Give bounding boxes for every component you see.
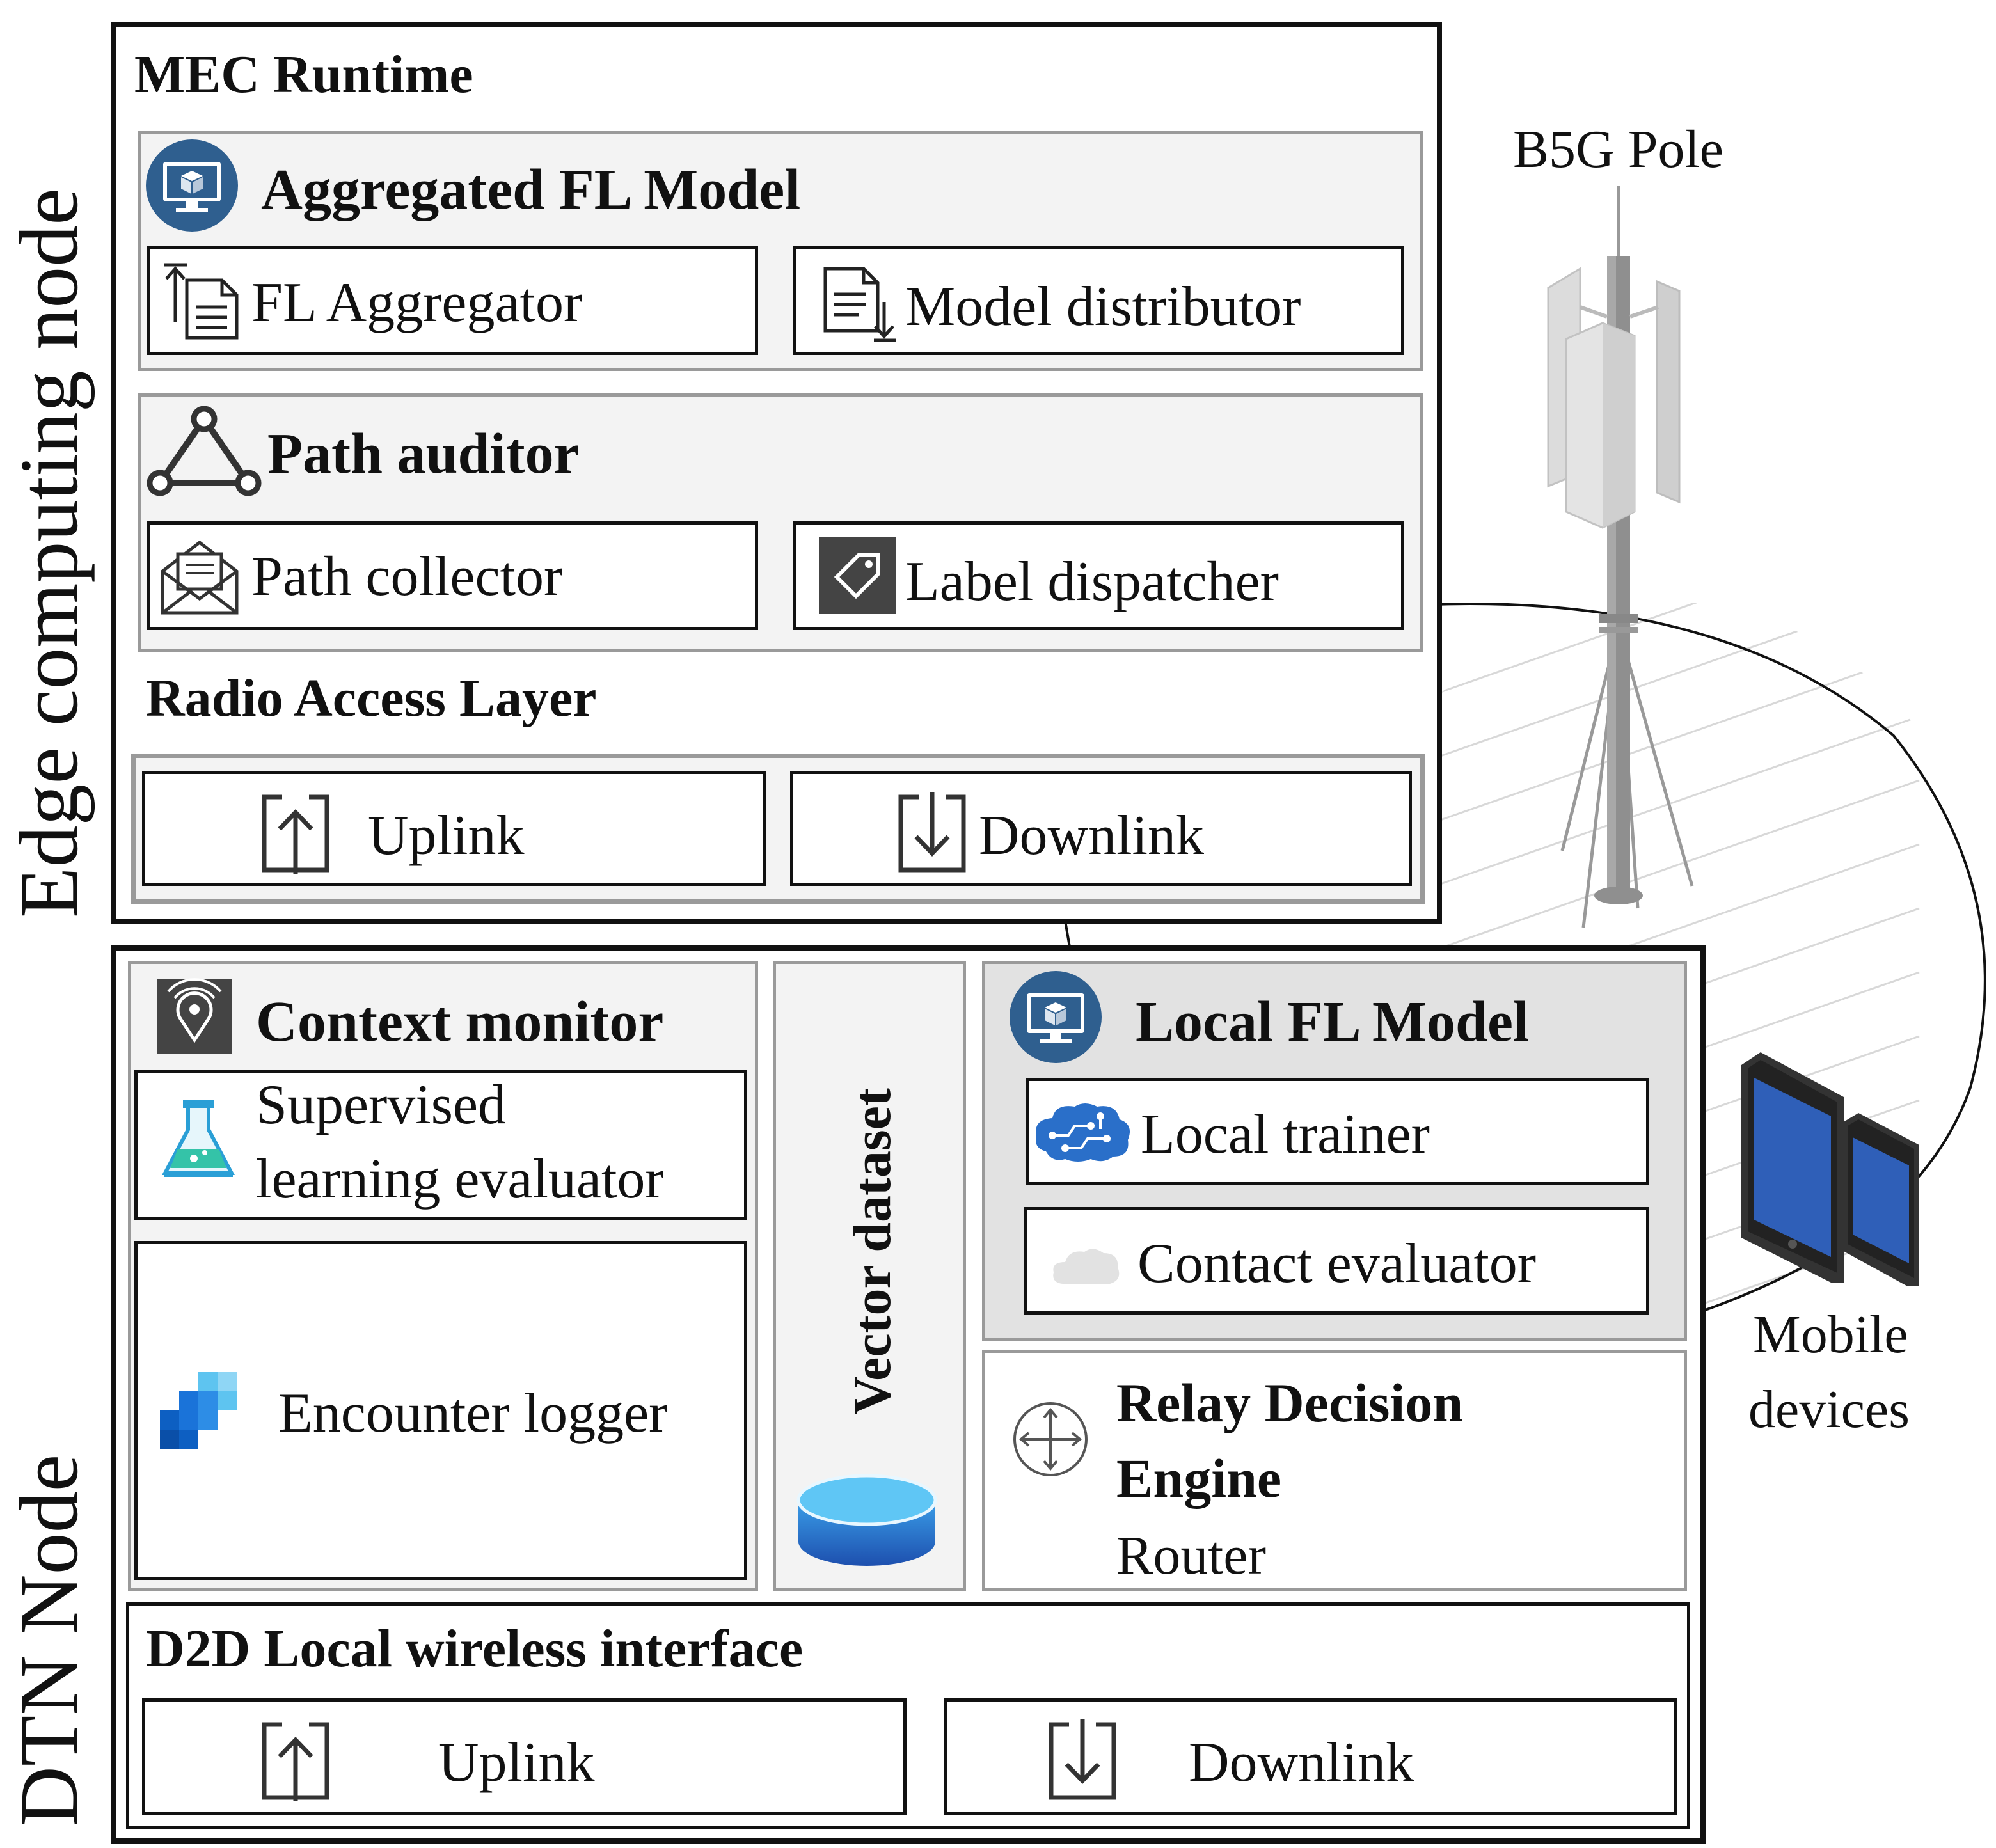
downlink-box — [790, 771, 1412, 886]
relay-decision-title-line-2: Engine — [1116, 1448, 1282, 1509]
d2d-interface-title: D2D Local wireless interface — [146, 1619, 804, 1678]
brain-circuit-icon — [1036, 1103, 1130, 1162]
download-icon — [1049, 1719, 1116, 1800]
tag-icon — [819, 537, 896, 614]
b5g-pole-label: B5G Pole — [1513, 120, 1724, 179]
mec-runtime-title: MEC Runtime — [134, 45, 473, 104]
mobile-devices-label-1: Mobile — [1753, 1305, 1908, 1364]
edge-computing-node-label: Edge computing node — [3, 188, 95, 918]
b5g-pole-icon — [1547, 186, 1694, 928]
encounter-logger-label: Encounter logger — [278, 1382, 668, 1444]
upload-icon — [262, 1722, 329, 1801]
blocks-icon — [160, 1372, 237, 1449]
local-fl-model-title: Local FL Model — [1136, 990, 1529, 1054]
d2d-uplink-label: Uplink — [438, 1732, 595, 1794]
path-collector-label: Path collector — [251, 546, 563, 608]
cloud-icon — [1053, 1249, 1120, 1284]
move-arrows-icon — [1013, 1402, 1088, 1476]
dtn-node-label: DTN Node — [3, 1454, 95, 1826]
envelope-icon — [161, 540, 239, 615]
contact-evaluator-box — [1024, 1207, 1649, 1315]
supervised-label-line-1: Supervised — [256, 1074, 507, 1136]
aggregated-fl-model-title: Aggregated FL Model — [261, 158, 801, 221]
uplink-label: Uplink — [368, 805, 525, 867]
model-distributor-box — [793, 246, 1404, 355]
context-monitor-title: Context monitor — [256, 990, 664, 1054]
d2d-downlink-label: Downlink — [1189, 1732, 1414, 1794]
path-collector-box — [147, 521, 758, 630]
supervised-evaluator-box — [134, 1070, 747, 1220]
fl-aggregator-label: FL Aggregator — [251, 272, 583, 334]
network-triangle-icon — [147, 406, 262, 496]
document-download-icon — [823, 267, 896, 342]
smartphone-icon — [1842, 1113, 1919, 1286]
upload-icon — [262, 794, 329, 874]
radio-access-layer-title: Radio Access Layer — [146, 668, 597, 728]
vector-dataset-label: Vector dataset — [843, 1088, 902, 1415]
location-signal-icon — [157, 978, 232, 1054]
path-auditor-title: Path auditor — [267, 422, 580, 486]
model-distributor-label: Model distributor — [905, 276, 1301, 338]
supervised-label-line-2: learning evaluator — [256, 1148, 664, 1210]
relay-decision-title-line-1: Relay Decision — [1116, 1372, 1464, 1433]
label-dispatcher-label: Label dispatcher — [905, 551, 1279, 613]
download-icon — [898, 792, 966, 873]
flask-icon — [162, 1100, 235, 1177]
fl-aggregator-box — [147, 246, 758, 355]
downlink-label: Downlink — [979, 805, 1204, 867]
document-upload-icon — [164, 263, 239, 340]
tablet-icon — [1741, 1052, 1844, 1283]
database-icon — [796, 1474, 937, 1566]
router-label: Router — [1116, 1524, 1267, 1586]
contact-evaluator-label: Contact evaluator — [1137, 1233, 1537, 1295]
uplink-box — [142, 771, 766, 886]
local-trainer-label: Local trainer — [1141, 1103, 1430, 1165]
monitor-cube-icon — [1010, 971, 1102, 1063]
mobile-devices-label-2: devices — [1748, 1380, 1910, 1439]
relay-decision-panel — [982, 1350, 1687, 1591]
monitor-cube-icon — [146, 139, 238, 232]
